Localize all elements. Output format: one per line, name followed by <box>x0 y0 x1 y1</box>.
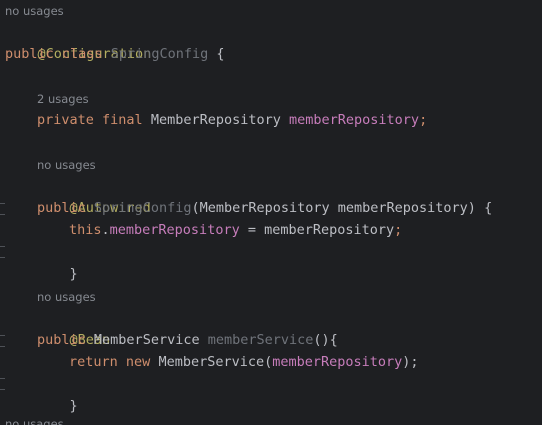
dot: . <box>101 222 110 238</box>
fold-icon[interactable] <box>0 378 5 390</box>
annotation: @Autowired <box>69 200 151 216</box>
keyword: final <box>102 112 143 128</box>
code-line: public MemberService memberService(){ <box>37 329 338 351</box>
code-line: @Autowired <box>37 175 151 216</box>
usages-hint[interactable]: 2 usages <box>37 92 89 106</box>
code-line: this.memberRepository = memberRepository… <box>69 219 402 241</box>
class-name: SpringConfig <box>110 46 209 62</box>
assignment: = memberRepository <box>239 222 395 238</box>
usages-hint[interactable]: no usages <box>37 158 96 172</box>
constructor-name: SpringConfig <box>93 200 192 216</box>
semicolon: ; <box>394 222 403 238</box>
method-parens: (){ <box>313 332 338 348</box>
keyword: new <box>125 354 151 370</box>
type-name: MemberService <box>93 332 200 348</box>
fold-icon[interactable] <box>0 246 5 258</box>
fold-icon[interactable] <box>0 203 5 215</box>
call-close: ); <box>402 354 419 370</box>
keyword: public <box>37 332 86 348</box>
keyword: return <box>69 354 118 370</box>
editor-gutter[interactable] <box>0 0 10 425</box>
brace: { <box>216 46 225 62</box>
constructor-call: MemberService( <box>158 354 273 370</box>
keyword: public <box>5 46 54 62</box>
type-name: MemberRepository <box>150 112 281 128</box>
field-name: memberRepository <box>109 222 240 238</box>
annotation: @Configuration <box>37 46 152 62</box>
keyword: private <box>37 112 94 128</box>
method-name: memberService <box>207 332 314 348</box>
annotation: @Bean <box>69 332 111 348</box>
code-line: } <box>37 241 78 282</box>
semicolon: ; <box>419 112 428 128</box>
code-line: @Configuration <box>5 21 152 62</box>
code-line: public class SpringConfig { <box>5 43 225 65</box>
keyword: class <box>61 46 103 62</box>
fold-icon[interactable] <box>0 335 5 347</box>
keyword: this <box>69 222 102 238</box>
field-name: memberRepository <box>272 354 403 370</box>
code-line: public SpringConfig(MemberRepository mem… <box>37 197 492 219</box>
usages-hint[interactable]: no usages <box>37 290 96 304</box>
parameter-list: (MemberRepository memberRepository) { <box>191 200 493 216</box>
brace: } <box>69 266 78 282</box>
brace: } <box>69 398 78 414</box>
usages-hint[interactable]: no usages <box>5 4 64 18</box>
code-line: } <box>37 373 78 414</box>
code-line: @Bean <box>37 307 111 348</box>
usages-hint[interactable]: no usages <box>5 417 64 425</box>
keyword: public <box>37 200 86 216</box>
field-name: memberRepository <box>289 112 420 128</box>
code-line: private final MemberRepository memberRep… <box>37 109 427 131</box>
code-line: return new MemberService(memberRepositor… <box>69 351 419 373</box>
